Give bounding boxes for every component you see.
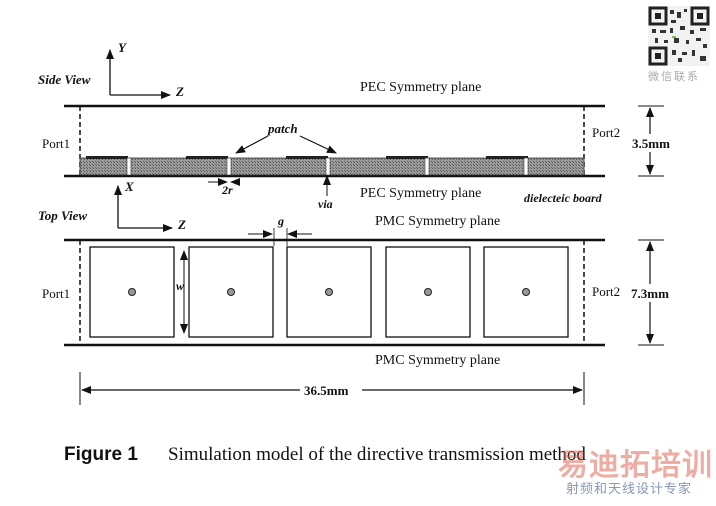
axis-z-label: Z	[175, 84, 184, 99]
height-label-bg	[630, 134, 676, 152]
side-via	[523, 157, 529, 176]
top-plane-label: PMC Symmetry plane	[375, 214, 500, 229]
top-view: Top View X Z PMC Symmetry plane Port1 Po…	[38, 179, 678, 405]
top-via	[227, 288, 235, 296]
axis-z2-label: Z	[177, 217, 186, 232]
top-port1-label: Port1	[42, 286, 70, 301]
patch-arrow-left	[235, 135, 269, 154]
side-via	[325, 157, 331, 176]
top-via	[522, 288, 530, 296]
height-label: 3.5mm	[632, 136, 670, 151]
side-view: Side View Y Z PEC Symmetry plane Port1 P…	[38, 40, 676, 211]
via-label: via	[318, 197, 333, 211]
height2-label-bg	[630, 284, 678, 302]
width-label: w	[176, 279, 185, 293]
side-top-plane-label: PEC Symmetry plane	[360, 80, 481, 95]
patch-label: patch	[267, 121, 298, 136]
figure-number: Figure 1	[64, 444, 138, 465]
side-patch	[186, 156, 228, 159]
axis-x-label: X	[124, 179, 134, 194]
side-port2-label: Port2	[592, 125, 620, 140]
top-via	[325, 288, 333, 296]
side-patch	[86, 156, 128, 159]
side-view-title: Side View	[38, 72, 91, 87]
top-view-title: Top View	[38, 208, 87, 223]
wechat-watermark: 微信联系	[648, 70, 700, 83]
top-via	[424, 288, 432, 296]
height2-label: 7.3mm	[631, 286, 669, 301]
top-bottom-plane-label: PMC Symmetry plane	[375, 353, 500, 368]
board-label: dielecteic board	[524, 191, 603, 205]
figure-caption-text: Simulation model of the directive transm…	[168, 444, 586, 465]
side-patch	[386, 156, 428, 159]
qr-code-icon	[648, 6, 710, 66]
side-via	[424, 157, 430, 176]
top-port2-label: Port2	[592, 284, 620, 299]
top-patch	[188, 246, 274, 338]
top-via	[128, 288, 136, 296]
side-via	[126, 157, 132, 176]
patch-arrow-right	[299, 135, 337, 154]
dielectric-board	[79, 157, 585, 176]
side-port1-label: Port1	[42, 136, 70, 151]
side-patch	[486, 156, 528, 159]
brand-subtitle-watermark: 射频和天线设计专家	[566, 482, 693, 497]
side-via	[226, 157, 232, 176]
brand-watermark: 易迪拓培训	[558, 448, 713, 483]
radius-label: 2r	[221, 183, 233, 197]
length-label: 36.5mm	[304, 383, 349, 398]
axis-y-label: Y	[118, 40, 127, 55]
gap-label: g	[277, 214, 284, 228]
side-bottom-plane-label: PEC Symmetry plane	[360, 186, 481, 201]
side-patch	[286, 156, 328, 159]
